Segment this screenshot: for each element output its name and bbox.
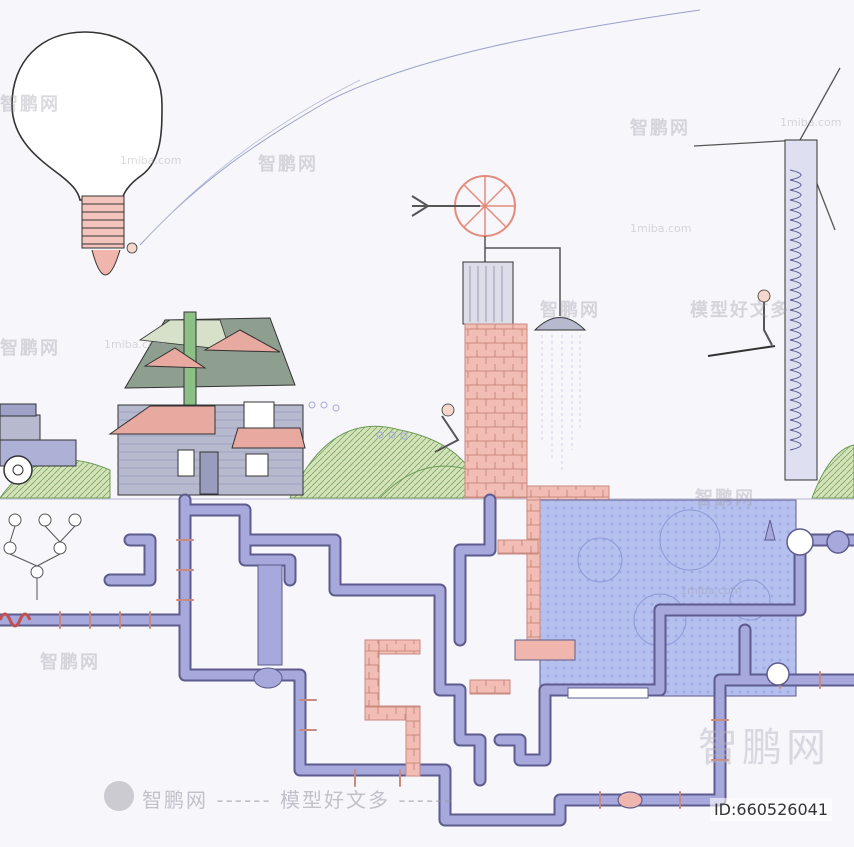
valve-wheel-bottom — [766, 662, 790, 686]
watermark-brand: 智鹏网 ------ 模型好文多 ------ — [142, 788, 454, 812]
valve-wheel-right — [786, 528, 814, 556]
watermark-text: 智鹏网 — [0, 94, 60, 115]
vane-arrow — [411, 195, 480, 217]
house-porch-roof — [108, 405, 216, 435]
image-id-label: ID:660526041 — [709, 798, 832, 821]
light-bulb-balloon — [11, 9, 701, 276]
tower-bricks — [464, 323, 528, 499]
vertical-tank — [257, 564, 283, 666]
turbine-blades — [693, 67, 841, 231]
weather-vane — [411, 175, 587, 470]
pump-box — [514, 639, 576, 661]
hill-right — [811, 444, 854, 499]
house-door — [199, 451, 219, 495]
balloon-string — [139, 9, 701, 246]
house — [108, 311, 306, 496]
watermark-site: 1miba.com — [120, 154, 182, 167]
vintage-car — [0, 403, 77, 485]
watermark-text: 智鹏网 — [630, 118, 690, 139]
watermark-big: 智鹏网 — [698, 725, 830, 771]
watermark-text: 智鹏网 — [258, 154, 318, 175]
brick-tower — [462, 261, 610, 501]
bulb-bathtub — [91, 249, 121, 276]
watermark-site: 1miba.com — [780, 116, 842, 129]
watermark-text: 智鹏网 — [40, 652, 100, 673]
shower-head — [533, 317, 587, 331]
watermark-text: 智鹏网 — [0, 338, 60, 359]
balloon-person — [126, 242, 138, 254]
watermark-site: 1miba.com — [680, 584, 742, 597]
watermark-site: 1miba.com — [630, 222, 692, 235]
car-wheel-front — [3, 455, 33, 485]
watermark-logo-icon — [104, 781, 134, 811]
spring — [0, 612, 32, 628]
watermark-text: 智鹏网 — [540, 300, 600, 321]
diving-board — [707, 345, 776, 357]
brick-pipes — [364, 539, 539, 777]
water-pool — [526, 499, 797, 697]
tower-top-tank — [462, 261, 514, 325]
bubbles — [308, 401, 408, 440]
watermark-text: 智鹏网 — [695, 488, 755, 509]
bulb-base — [81, 195, 125, 249]
circuit-diagram — [3, 513, 82, 600]
ground-line — [0, 498, 854, 500]
watermark-site: 1miba.com — [104, 338, 166, 351]
sitting-person — [434, 403, 460, 453]
wind-turbine — [693, 67, 841, 481]
valves — [253, 519, 850, 809]
watermark-text-long: 模型好文多 — [690, 300, 790, 321]
bulb-glass — [11, 31, 163, 201]
